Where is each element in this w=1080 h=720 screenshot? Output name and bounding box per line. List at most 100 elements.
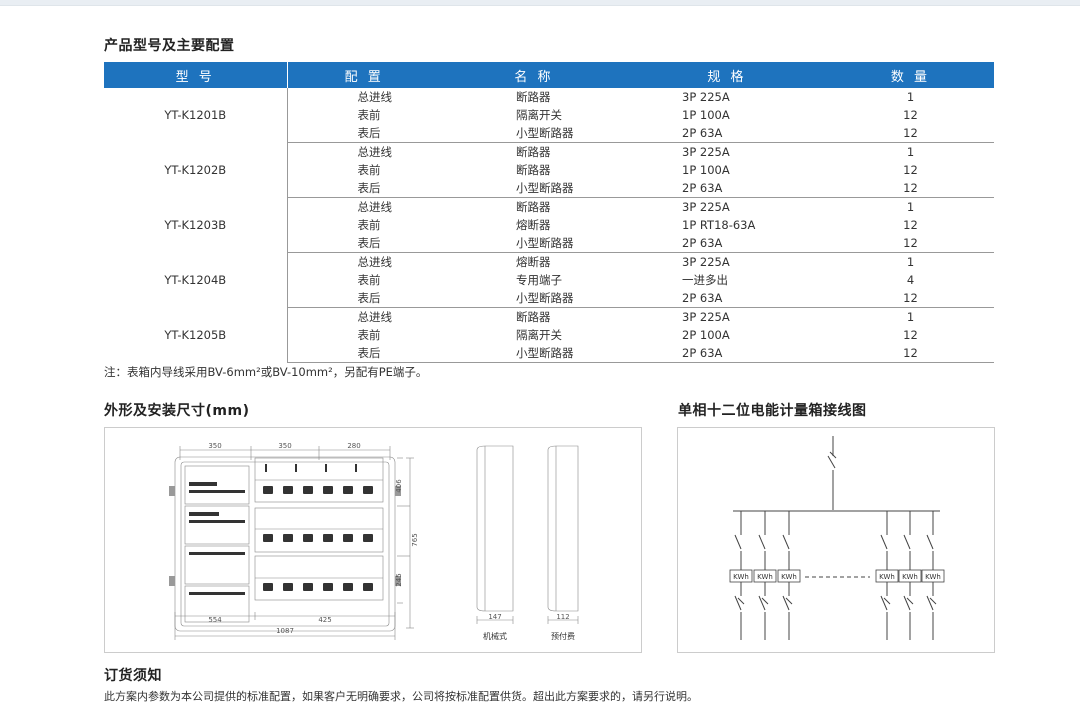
name-cell: 小型断路器 [441, 234, 627, 253]
table-header-row: 型 号 配 置 名 称 规 格 数 量 [104, 62, 994, 88]
wiring-note: 注：表箱内导线采用BV-6mm²或BV-10mm²，另配有PE端子。 [104, 365, 428, 379]
config-cell: 表前 [357, 108, 381, 122]
dim-right-2: 245 [395, 573, 403, 586]
name-cell: 小型断路器 [441, 179, 627, 198]
qty-cell: 12 [903, 163, 918, 177]
config-cell: 总进线 [357, 255, 393, 269]
qty-cell: 1 [906, 200, 915, 214]
table-row: YT-K1201B 总进线 断路器 3P 225A 1 [104, 88, 994, 143]
top-rule [0, 0, 1080, 6]
config-cell: 总进线 [357, 310, 393, 324]
name-cell: 熔断器 [516, 255, 551, 269]
model-cell: YT-K1203B [104, 197, 288, 253]
table-row: 表前 断路器 1P 100A 12 [104, 161, 994, 179]
qty-cell: 12 [827, 234, 994, 253]
side-a-caption: 机械式 [483, 631, 507, 641]
header-model: 型 号 [104, 62, 287, 88]
name-cell: 断路器 [516, 163, 551, 177]
dim-top-2: 350 [278, 442, 291, 450]
dimension-drawing-panel: 350 350 280 554 425 1087 147 112 406 245… [104, 427, 642, 653]
side-b-caption: 预付费 [551, 631, 575, 641]
name-cell: 隔离开关 [516, 328, 562, 342]
dim-bottom-1: 554 [208, 616, 222, 624]
spec-cell: 1P RT18-63A [682, 218, 756, 232]
name-cell: 断路器 [516, 310, 551, 324]
model-cell: YT-K1204B [104, 252, 288, 308]
dim-right-1: 406 [395, 479, 403, 493]
name-cell: 断路器 [516, 145, 551, 159]
qty-cell: 4 [906, 273, 915, 287]
spec-cell: 2P 63A [627, 344, 827, 363]
header-name: 名 称 [441, 62, 627, 88]
header-qty: 数 量 [827, 62, 994, 88]
dimension-drawing: 350 350 280 554 425 1087 147 112 406 245… [169, 442, 579, 641]
config-cell: 总进线 [357, 200, 393, 214]
header-config: 配 置 [286, 62, 441, 88]
meter-label: KWh [733, 573, 749, 581]
config-cell: 表前 [357, 163, 381, 177]
name-cell: 专用端子 [516, 273, 562, 287]
table-row: 表前 专用端子 一进多出 4 [104, 271, 994, 289]
section-title-dimensions: 外形及安装尺寸(mm) [104, 403, 250, 419]
qty-cell: 12 [903, 108, 918, 122]
meter-label: KWh [757, 573, 773, 581]
qty-cell: 1 [906, 310, 915, 324]
config-cell: 表前 [357, 218, 381, 232]
spec-cell: 3P 225A [682, 255, 730, 269]
config-cell: 表后 [287, 124, 441, 143]
spec-cell: 3P 225A [682, 145, 730, 159]
qty-cell: 12 [827, 124, 994, 143]
header-spec: 规 格 [627, 62, 827, 88]
section-title-wiring: 单相十二位电能计量箱接线图 [678, 403, 867, 419]
table-row: YT-K1205B 总进线 断路器 3P 225A 1 [104, 307, 994, 363]
section-title-models: 产品型号及主要配置 [104, 38, 235, 54]
spec-cell: 3P 225A [682, 90, 730, 104]
spec-cell: 2P 100A [682, 328, 730, 342]
name-cell: 熔断器 [516, 218, 551, 232]
qty-cell: 1 [906, 90, 915, 104]
name-cell: 小型断路器 [441, 289, 627, 308]
dim-total-width: 1087 [276, 627, 294, 635]
qty-cell: 12 [827, 289, 994, 308]
spec-cell: 一进多出 [682, 273, 728, 287]
qty-cell: 1 [906, 255, 915, 269]
config-cell: 表后 [287, 289, 441, 308]
qty-cell: 12 [903, 328, 918, 342]
spec-cell: 2P 63A [627, 179, 827, 198]
name-cell: 隔离开关 [516, 108, 562, 122]
table-row: YT-K1204B 总进线 熔断器 3P 225A 1 [104, 252, 994, 308]
dim-top-1: 350 [208, 442, 221, 450]
config-cell: 总进线 [357, 90, 393, 104]
model-cell: YT-K1202B [104, 142, 288, 198]
section-title-order-notes: 订货须知 [104, 668, 162, 684]
dim-side-a-depth: 147 [488, 613, 501, 621]
spec-cell: 1P 100A [682, 163, 730, 177]
meter-label: KWh [925, 573, 941, 581]
dim-side-b-depth: 112 [556, 613, 569, 621]
model-cell: YT-K1201B [104, 88, 288, 143]
meter-label: KWh [879, 573, 895, 581]
qty-cell: 12 [827, 344, 994, 363]
dim-right-total: 765 [411, 533, 419, 546]
dim-top-3: 280 [347, 442, 360, 450]
spec-cell: 3P 225A [682, 200, 730, 214]
qty-cell: 12 [903, 218, 918, 232]
spec-cell: 3P 225A [682, 310, 730, 324]
spec-cell: 2P 63A [627, 124, 827, 143]
qty-cell: 12 [827, 179, 994, 198]
dim-bottom-2: 425 [318, 616, 331, 624]
name-cell: 断路器 [516, 90, 551, 104]
model-cell: YT-K1205B [104, 307, 288, 363]
config-cell: 表前 [357, 273, 381, 287]
order-note-text: 此方案内参数为本公司提供的标准配置，如果客户无明确要求，公司将按标准配置供货。超… [104, 690, 698, 703]
name-cell: 小型断路器 [441, 344, 627, 363]
